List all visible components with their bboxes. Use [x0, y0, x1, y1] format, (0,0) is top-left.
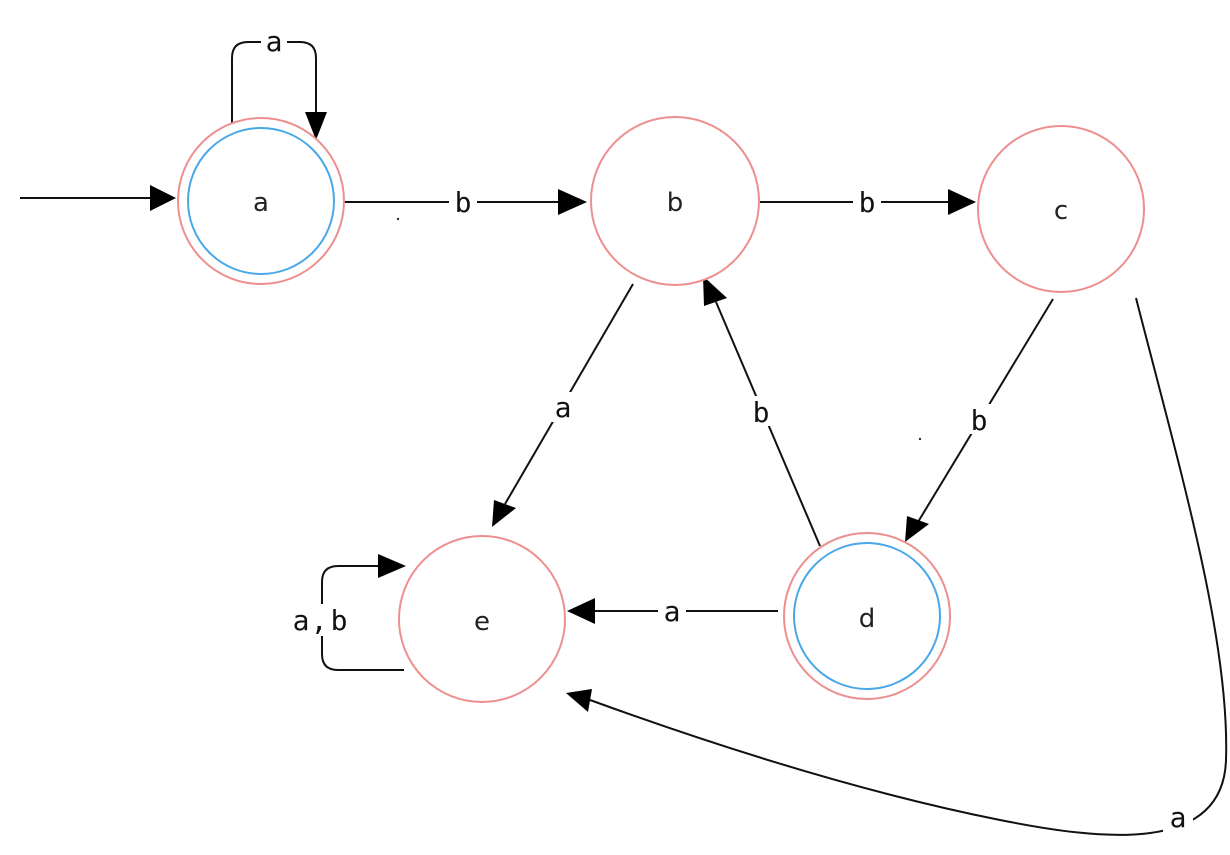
edge-d-to-e: a — [567, 595, 778, 628]
state-label-c: c — [1054, 196, 1068, 226]
state-d: d — [783, 532, 951, 700]
edge-c-to-e: a — [566, 297, 1228, 836]
state-a: a — [177, 117, 345, 285]
edge-d-to-b: b — [703, 276, 821, 547]
edge-b-to-e: a — [492, 283, 634, 527]
state-e: e — [398, 535, 566, 703]
edge-a-to-b: b — [342, 186, 587, 219]
edge-label-e-to-e-separator: , — [311, 604, 328, 637]
accepting-ring — [187, 127, 335, 275]
edge-label-d-to-e: a — [664, 595, 681, 628]
state-b: b — [590, 116, 760, 286]
edge-label-d-to-b: b — [753, 396, 770, 429]
edge-e-to-e: a , b — [290, 554, 406, 671]
edge-a-to-a: a — [231, 25, 327, 140]
state-label-e: e — [474, 607, 490, 637]
edge-label-a-to-b: b — [455, 186, 472, 219]
edge-label-e-to-e-a: a — [293, 604, 310, 637]
edge-label-b-to-e: a — [555, 391, 572, 424]
edge-label-a-to-a: a — [266, 25, 283, 58]
state-label-a: a — [253, 188, 269, 218]
edge-label-c-to-e: a — [1170, 801, 1187, 834]
edge-label-c-to-d: b — [971, 404, 988, 437]
state-c: c — [977, 125, 1145, 293]
edge-label-b-to-c: b — [859, 186, 876, 219]
edge-label-e-to-e-b: b — [331, 604, 348, 637]
stray-dot — [918, 437, 922, 441]
edge-b-to-c: b — [760, 186, 976, 219]
stray-dot — [396, 217, 400, 221]
start-arrow — [20, 185, 176, 211]
state-label-b: b — [667, 188, 684, 218]
edge-c-to-d: b — [905, 298, 1054, 542]
state-label-d: d — [859, 604, 876, 634]
accepting-ring — [793, 542, 941, 690]
